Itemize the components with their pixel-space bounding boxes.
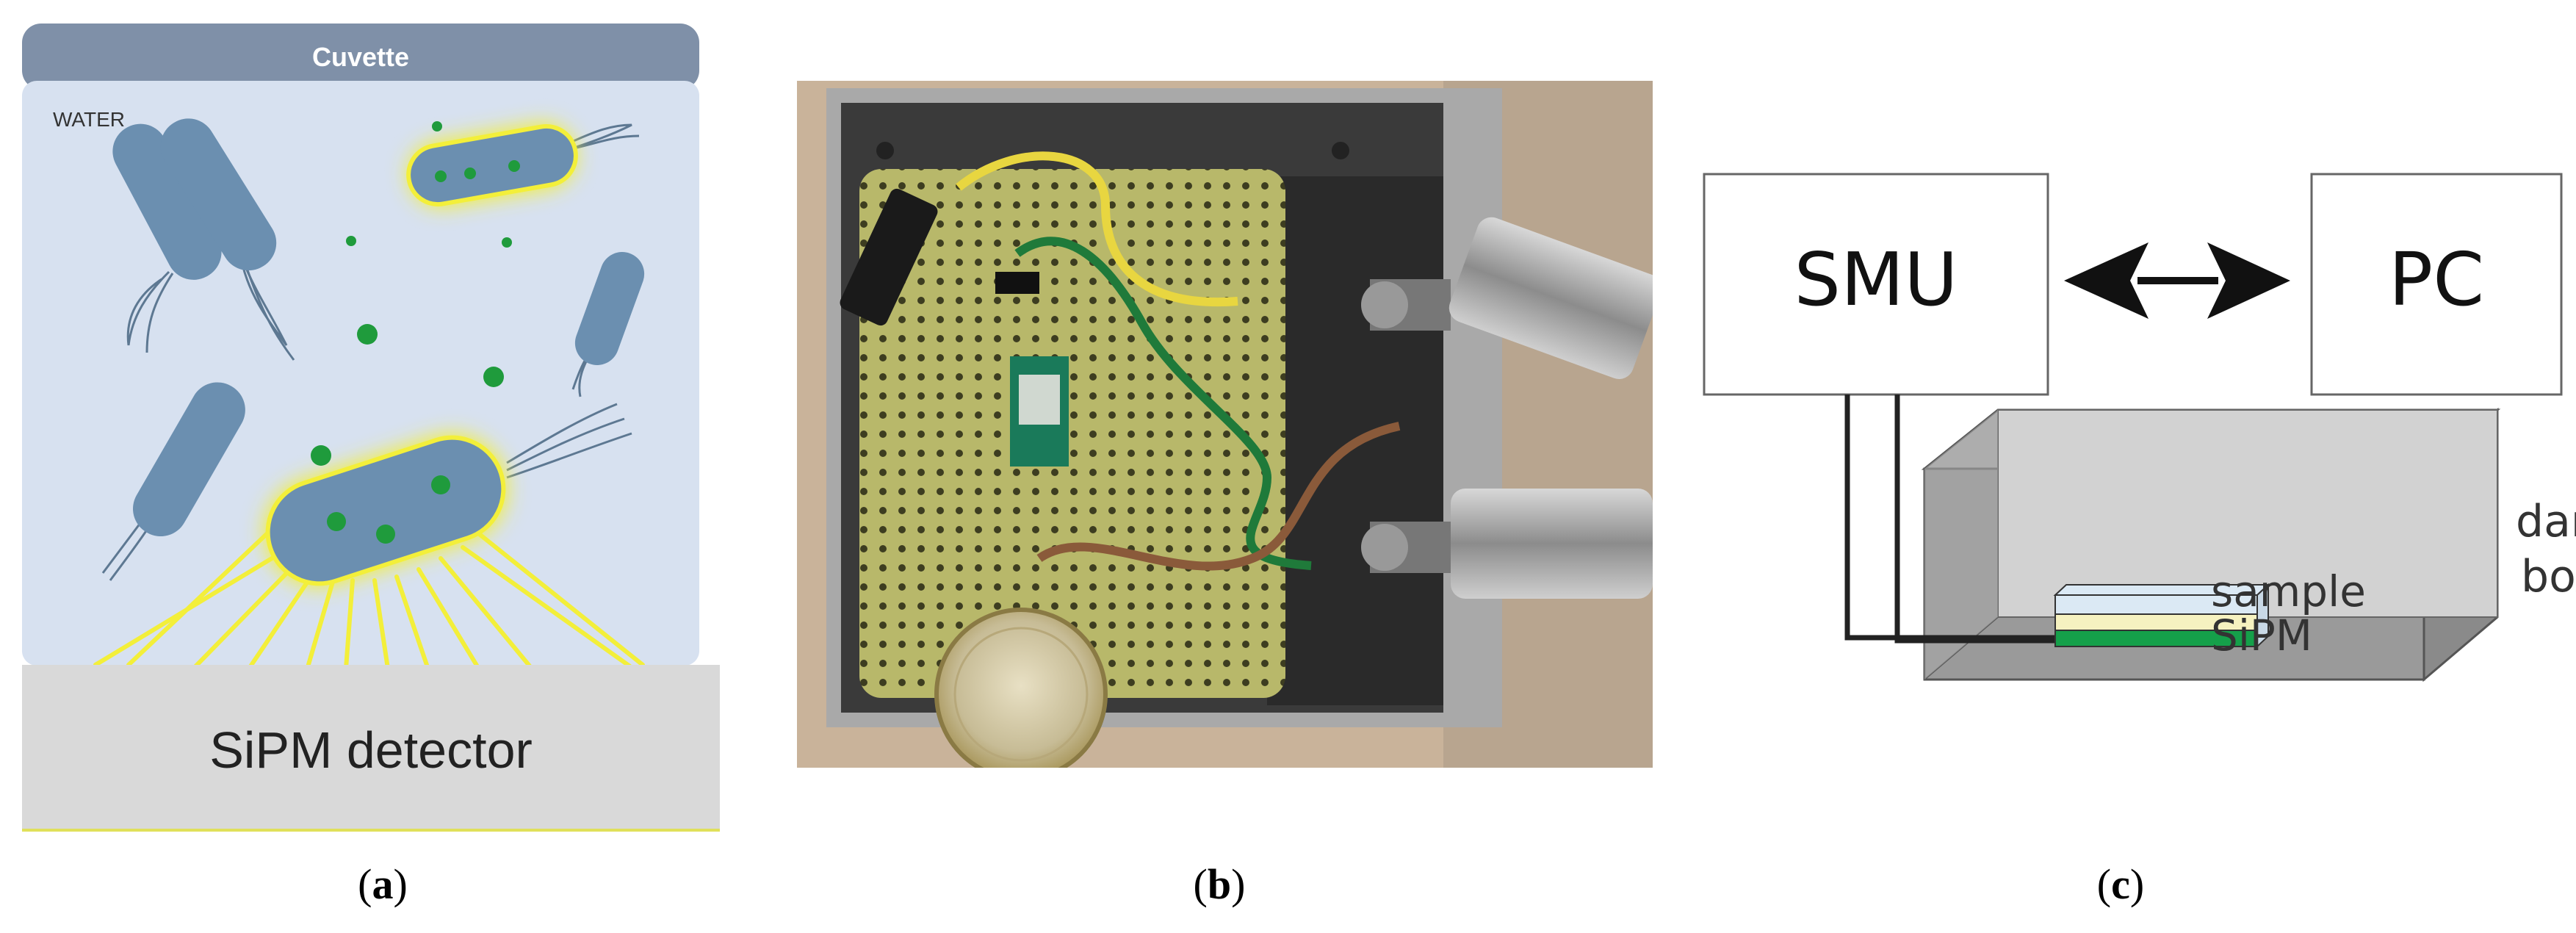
smu-label: SMU <box>1794 237 1958 323</box>
bidirectional-arrow-icon <box>2064 242 2290 319</box>
dark-box-label-line2: box <box>2521 551 2576 602</box>
cuvette-label: Cuvette <box>312 42 409 72</box>
water-label: WATER <box>53 108 125 131</box>
pc-label: PC <box>2389 237 2484 323</box>
sipm-label: SiPM <box>2211 610 2312 660</box>
caption-a: (a) <box>309 860 456 909</box>
panel-c-diagram: SMU PC sample SiPM dark box <box>1689 0 2576 845</box>
panel-a-illustration: Cuvette WATER <box>0 0 735 845</box>
dark-box-label-line1: dark <box>2516 496 2576 547</box>
euro-coin <box>937 610 1105 768</box>
sample-label: sample <box>2211 566 2366 616</box>
caption-c: (c) <box>2047 860 2194 909</box>
caption-b: (b) <box>1146 860 1293 909</box>
sipm-detector-label: SiPM detector <box>209 721 533 779</box>
panel-b-photo <box>797 81 1653 768</box>
